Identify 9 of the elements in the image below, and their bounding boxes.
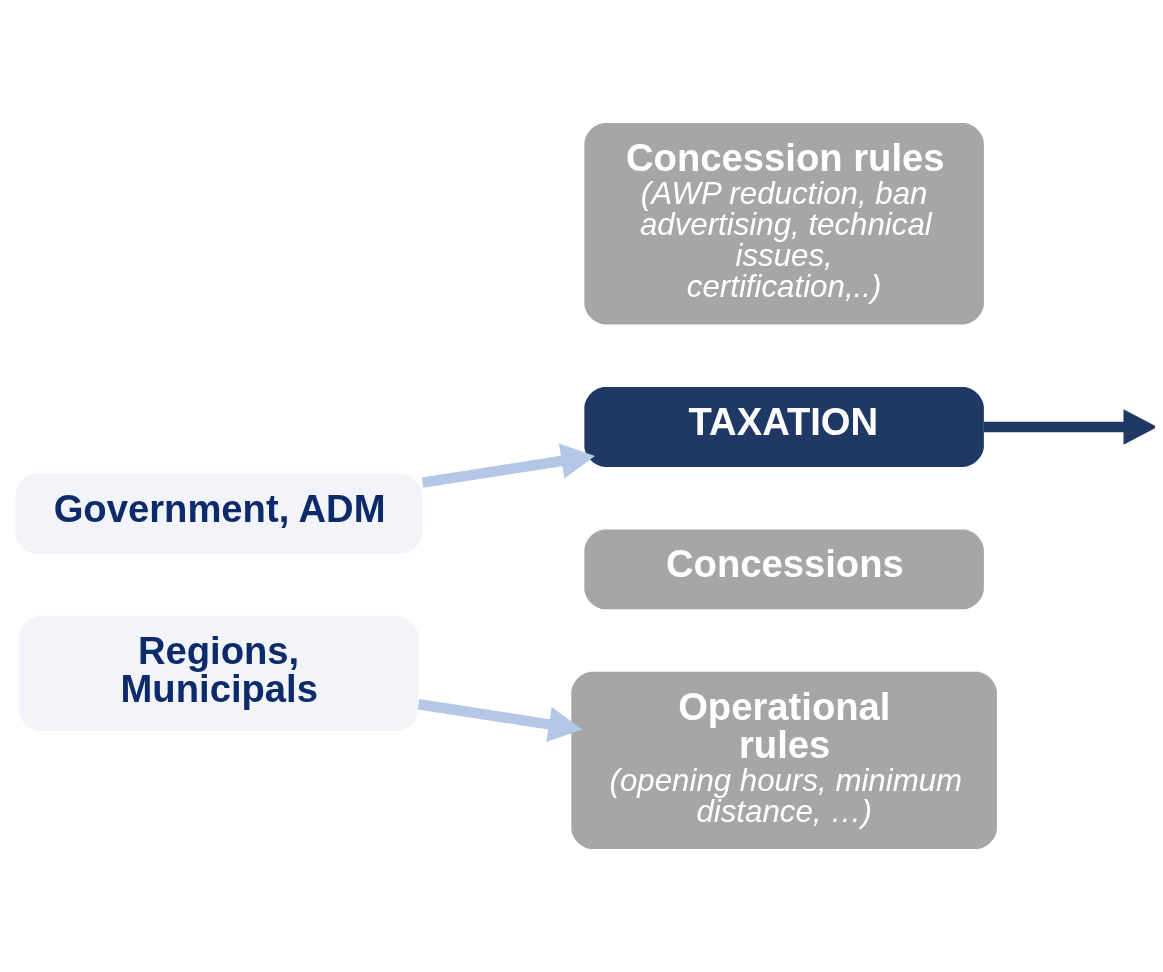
node-box: Operational rules (opening hours, minimum distance, …): [571, 671, 997, 850]
arrow: [417, 699, 583, 742]
node-box: Regions, Municipals: [18, 616, 419, 731]
arrow: [421, 443, 596, 488]
node-box: TAXATION: [584, 387, 984, 467]
node-box: Government, ADM: [15, 473, 422, 554]
node-box: Concessions: [584, 529, 984, 610]
node-box: Concession rules (AWP reduction, ban advertising, technical issues, certification,..): [584, 122, 984, 325]
arrow: [984, 409, 1155, 445]
